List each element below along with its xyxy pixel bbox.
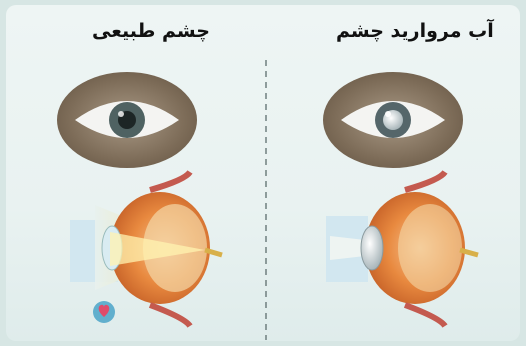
normal-eye-cross-section xyxy=(70,172,222,326)
cataract-eye-cross-section xyxy=(326,172,478,326)
cataract-eye-face xyxy=(323,72,463,168)
normal-eye-face xyxy=(57,72,197,168)
heart-badge-icon xyxy=(93,301,115,323)
